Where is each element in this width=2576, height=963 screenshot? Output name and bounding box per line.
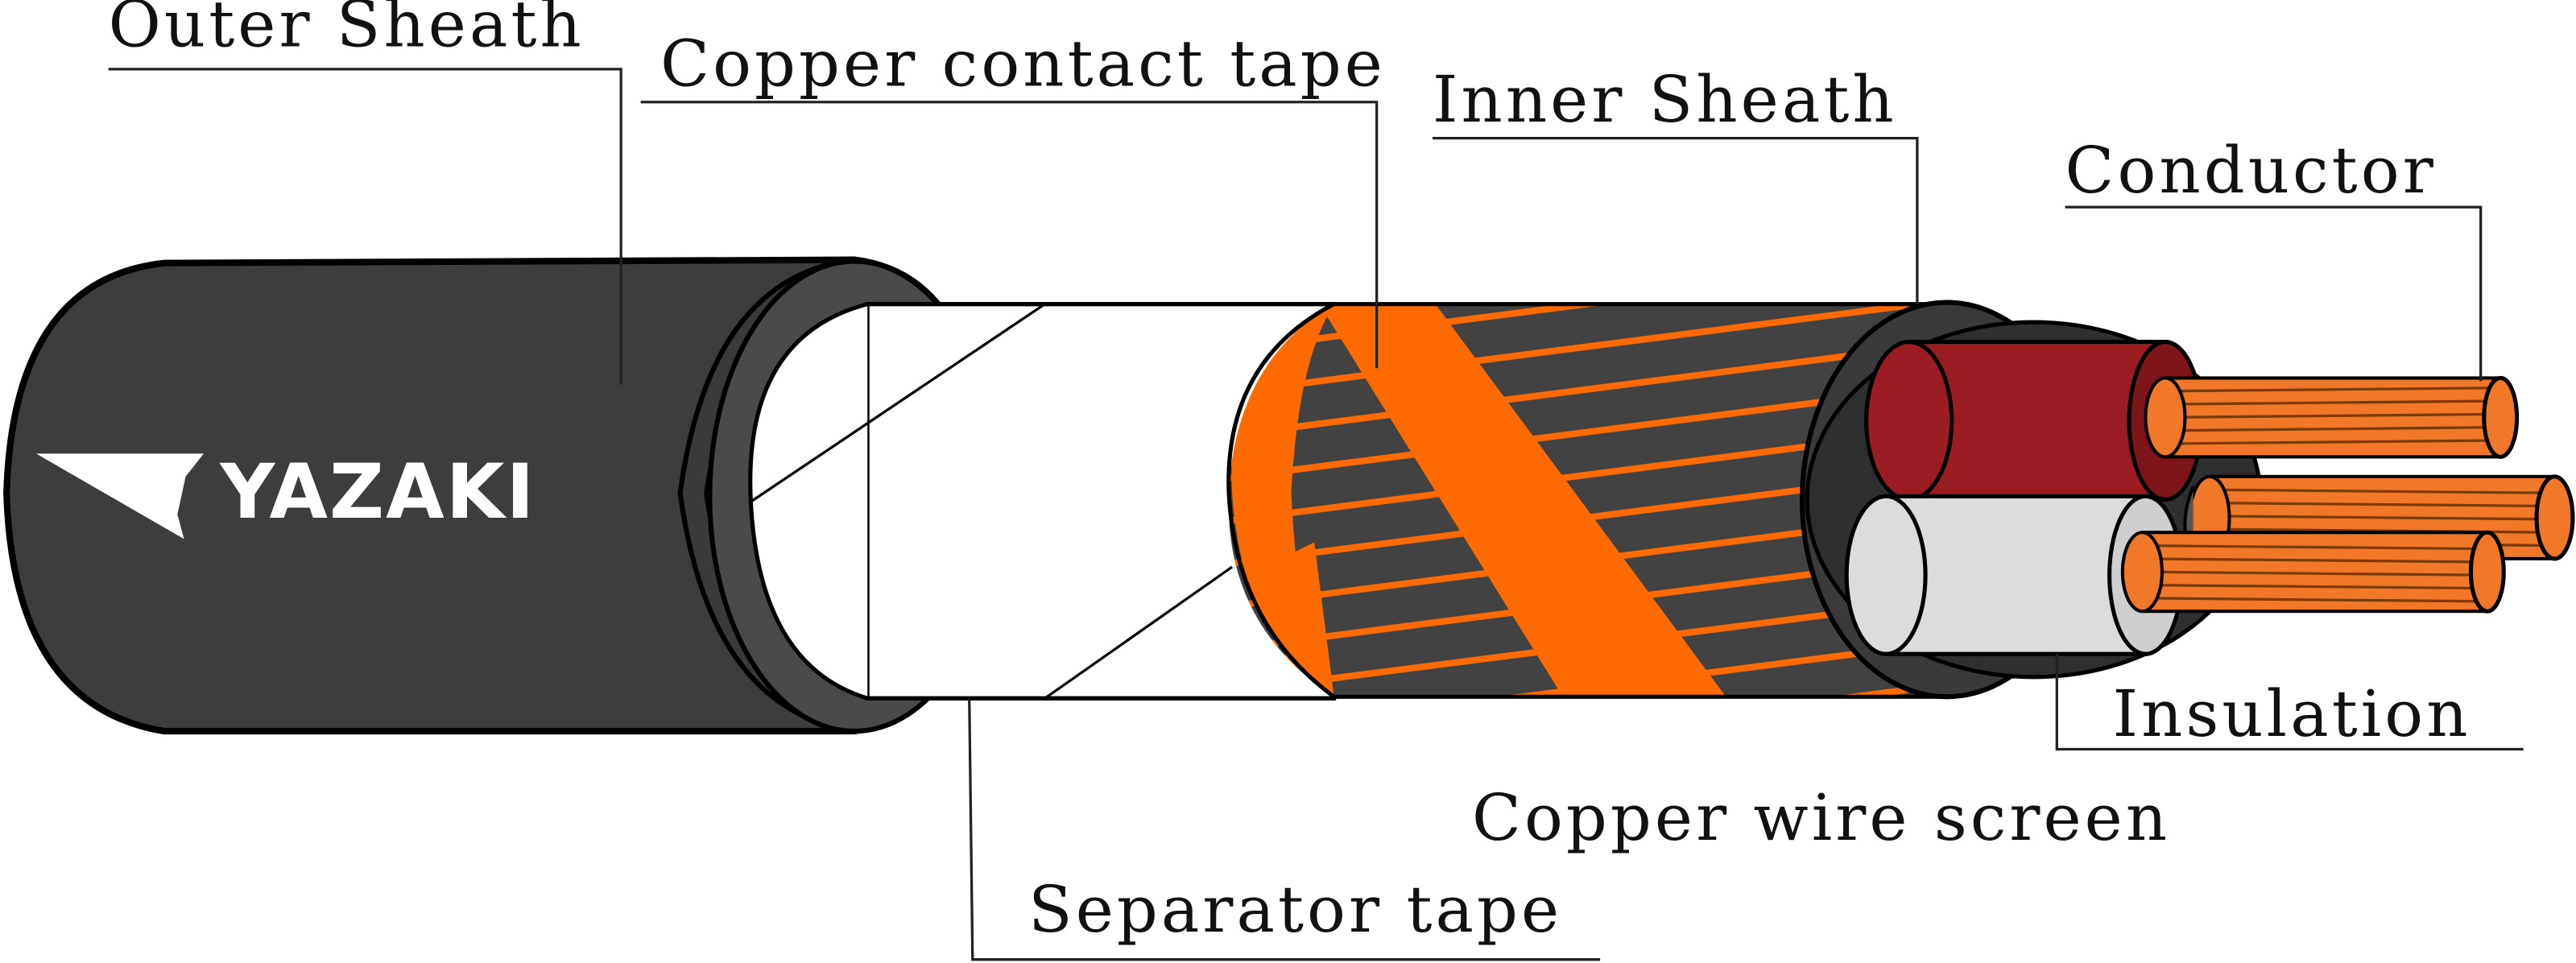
yazaki-brand-text: YAZAKI	[219, 448, 535, 536]
conductor-top	[2144, 375, 2520, 459]
leader-conductor	[2065, 205, 2483, 382]
copper-contact-tape	[1314, 304, 1734, 697]
leader-inner-sheath	[1433, 136, 1919, 304]
leader-insulation	[2055, 654, 2524, 751]
leader-lines	[108, 68, 2524, 961]
label-separator-tape: Separator tape	[1028, 872, 1562, 947]
leader-copper-contact-tape	[640, 101, 1379, 369]
conductor-bottom	[2120, 530, 2506, 614]
label-conductor: Conductor	[2065, 133, 2437, 208]
leader-separator-tape	[968, 698, 1601, 961]
label-inner-sheath: Inner Sheath	[1433, 62, 1897, 137]
leader-outer-sheath	[108, 68, 622, 385]
label-insulation: Insulation	[2113, 676, 2471, 751]
label-outer-sheath: Outer Sheath	[109, 0, 585, 61]
yazaki-logo-mark	[35, 453, 204, 539]
label-copper-contact-tape: Copper contact tape	[660, 26, 1386, 101]
label-copper-wire-screen: Copper wire screen	[1472, 780, 2170, 855]
yazaki-logo: YAZAKI	[35, 448, 535, 539]
